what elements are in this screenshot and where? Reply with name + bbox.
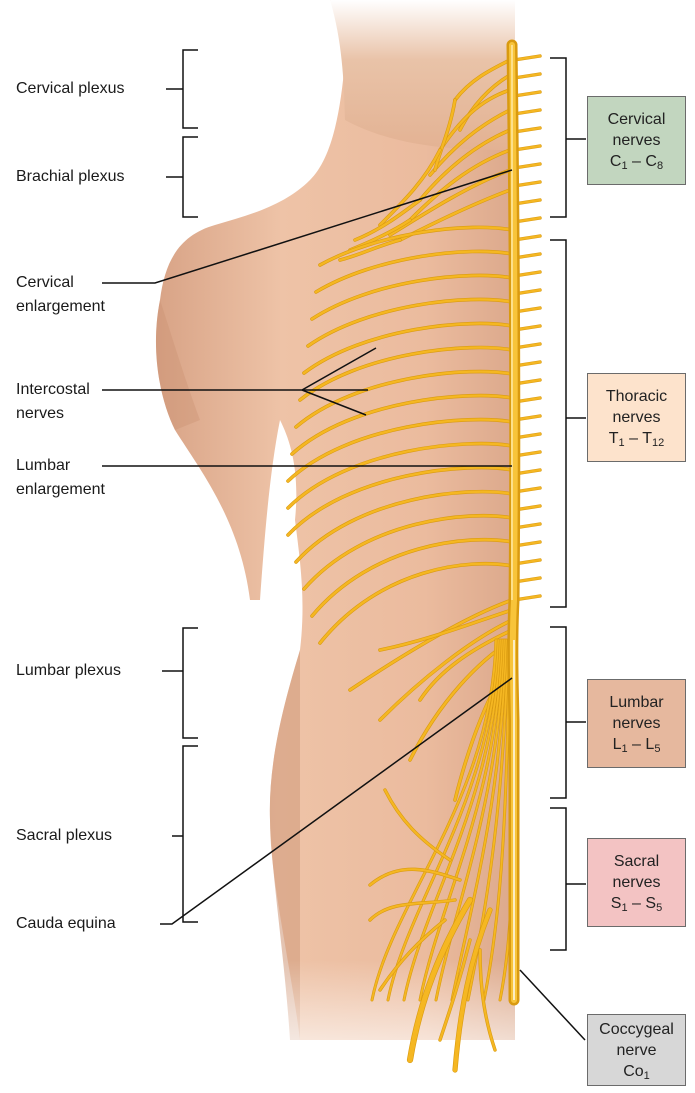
box-range: C1 – C8 [588, 151, 685, 172]
box-title: Thoracic [588, 386, 685, 407]
lumbar-nerves-box: Lumbar nerves L1 – L5 [587, 679, 686, 768]
box-range: T1 – T12 [588, 428, 685, 449]
box-subtitle: nerve [588, 1040, 685, 1061]
thoracic-nerves-box: Thoracic nerves T1 – T12 [587, 373, 686, 462]
back-silhouette [156, 0, 530, 1093]
coccygeal-nerve-box: Coccygeal nerve Co1 [587, 1014, 686, 1086]
bracket-sacral-plexus [183, 746, 198, 922]
box-title: Cervical [588, 109, 685, 130]
bracket-thoracic-nerves [550, 240, 566, 607]
bracket-lumbar-nerves [550, 627, 566, 798]
bracket-cervical-nerves [550, 58, 566, 217]
box-range: Co1 [588, 1061, 685, 1082]
box-subtitle: nerves [588, 130, 685, 151]
sacral-nerves-box: Sacral nerves S1 – S5 [587, 838, 686, 927]
box-subtitle: nerves [588, 872, 685, 893]
bracket-lumbar-plexus [183, 628, 198, 738]
bracket-brachial-plexus [183, 137, 198, 217]
label-lumbar-plexus: Lumbar plexus [16, 661, 121, 681]
label-lumbar-enlargement-line2: enlargement [16, 480, 105, 500]
box-title: Coccygeal [588, 1019, 685, 1040]
box-title: Lumbar [588, 692, 685, 713]
bracket-cervical-plexus [183, 50, 198, 128]
box-range: S1 – S5 [588, 893, 685, 914]
box-range: L1 – L5 [588, 734, 685, 755]
box-subtitle: nerves [588, 713, 685, 734]
cervical-nerves-box: Cervical nerves C1 – C8 [587, 96, 686, 185]
box-title: Sacral [588, 851, 685, 872]
label-intercostal-line1: Intercostal [16, 380, 90, 400]
right-brackets [550, 58, 586, 950]
spinal-cord [512, 45, 515, 1000]
label-cervical-plexus: Cervical plexus [16, 79, 124, 99]
label-cervical-enlargement-line1: Cervical [16, 273, 74, 293]
label-cervical-enlargement-line2: enlargement [16, 297, 105, 317]
label-cauda-equina: Cauda equina [16, 914, 116, 934]
label-intercostal-line2: nerves [16, 404, 64, 424]
bracket-sacral-nerves [550, 808, 566, 950]
left-brackets [162, 50, 198, 922]
label-brachial-plexus: Brachial plexus [16, 167, 125, 187]
label-lumbar-enlargement-line1: Lumbar [16, 456, 70, 476]
label-sacral-plexus: Sacral plexus [16, 826, 112, 846]
box-subtitle: nerves [588, 407, 685, 428]
